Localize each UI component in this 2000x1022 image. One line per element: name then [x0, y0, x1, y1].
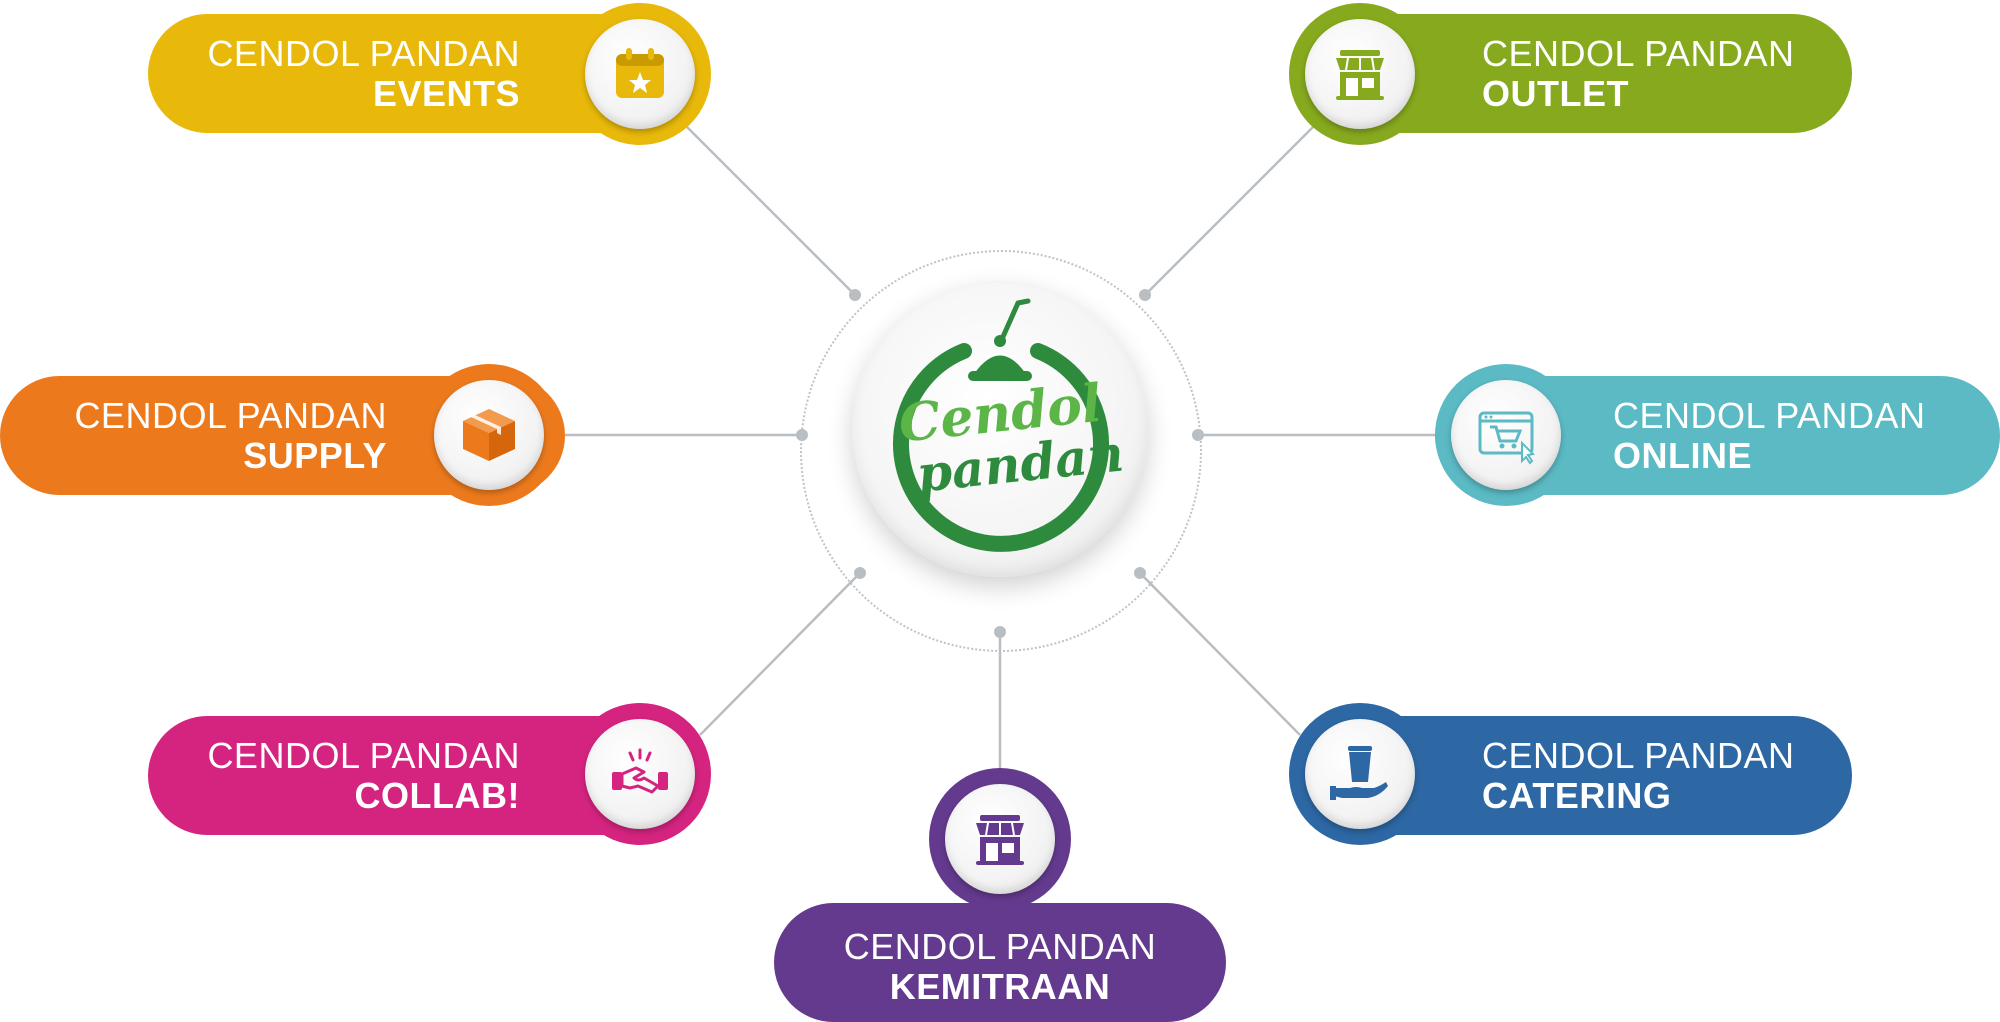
pill-supply-line2: SUPPLY — [243, 434, 387, 476]
pill-online-line1: CENDOL PANDAN — [1613, 394, 1926, 436]
connector-events — [684, 124, 856, 296]
icon-ring-collab[interactable] — [569, 703, 711, 845]
pill-kemitraan[interactable]: CENDOL PANDAN KEMITRAAN — [774, 903, 1226, 1022]
pill-online-line2: ONLINE — [1613, 434, 1753, 476]
icon-ring-online[interactable] — [1435, 364, 1577, 506]
cup-on-hand-icon — [1330, 746, 1388, 800]
pill-kemitraan-line2: KEMITRAAN — [889, 965, 1111, 1007]
connector-collab — [699, 572, 861, 736]
connector-dot — [1139, 289, 1151, 301]
handshake-icon — [612, 748, 668, 794]
pill-catering-line2: CATERING — [1482, 774, 1672, 816]
connector-catering — [1139, 572, 1301, 736]
center-logo-hub[interactable]: Cendol pandan — [852, 281, 1148, 577]
icon-ring-outlet[interactable] — [1289, 3, 1431, 145]
pill-catering-line1: CENDOL PANDAN — [1482, 734, 1795, 776]
center-dotted-ring — [800, 250, 1202, 652]
pill-events-line2: EVENTS — [372, 72, 520, 114]
pill-outlet-line1: CENDOL PANDAN — [1482, 32, 1795, 74]
pill-collab-line1: CENDOL PANDAN — [207, 734, 520, 776]
cendol-pandan-logo: Cendol pandan — [893, 298, 1126, 552]
pill-supply-line1: CENDOL PANDAN — [74, 394, 387, 436]
storefront-icon — [1336, 50, 1384, 100]
pill-outlet-line2: OUTLET — [1482, 72, 1629, 114]
pill-collab-line2: COLLAB! — [354, 774, 520, 816]
calendar-star-icon — [616, 48, 664, 98]
pill-events-line1: CENDOL PANDAN — [207, 32, 520, 74]
icon-ring-catering[interactable] — [1289, 703, 1431, 845]
browser-cart-icon — [1478, 411, 1536, 465]
connector-dot — [849, 289, 861, 301]
box-icon — [463, 409, 515, 461]
connector-outlet — [1144, 124, 1316, 296]
icon-ring-supply[interactable] — [418, 364, 560, 506]
pill-kemitraan-line1: CENDOL PANDAN — [843, 925, 1157, 967]
storefront-icon — [976, 815, 1024, 865]
icon-ring-events[interactable] — [569, 3, 711, 145]
icon-ring-kemitraan[interactable] — [929, 768, 1071, 910]
